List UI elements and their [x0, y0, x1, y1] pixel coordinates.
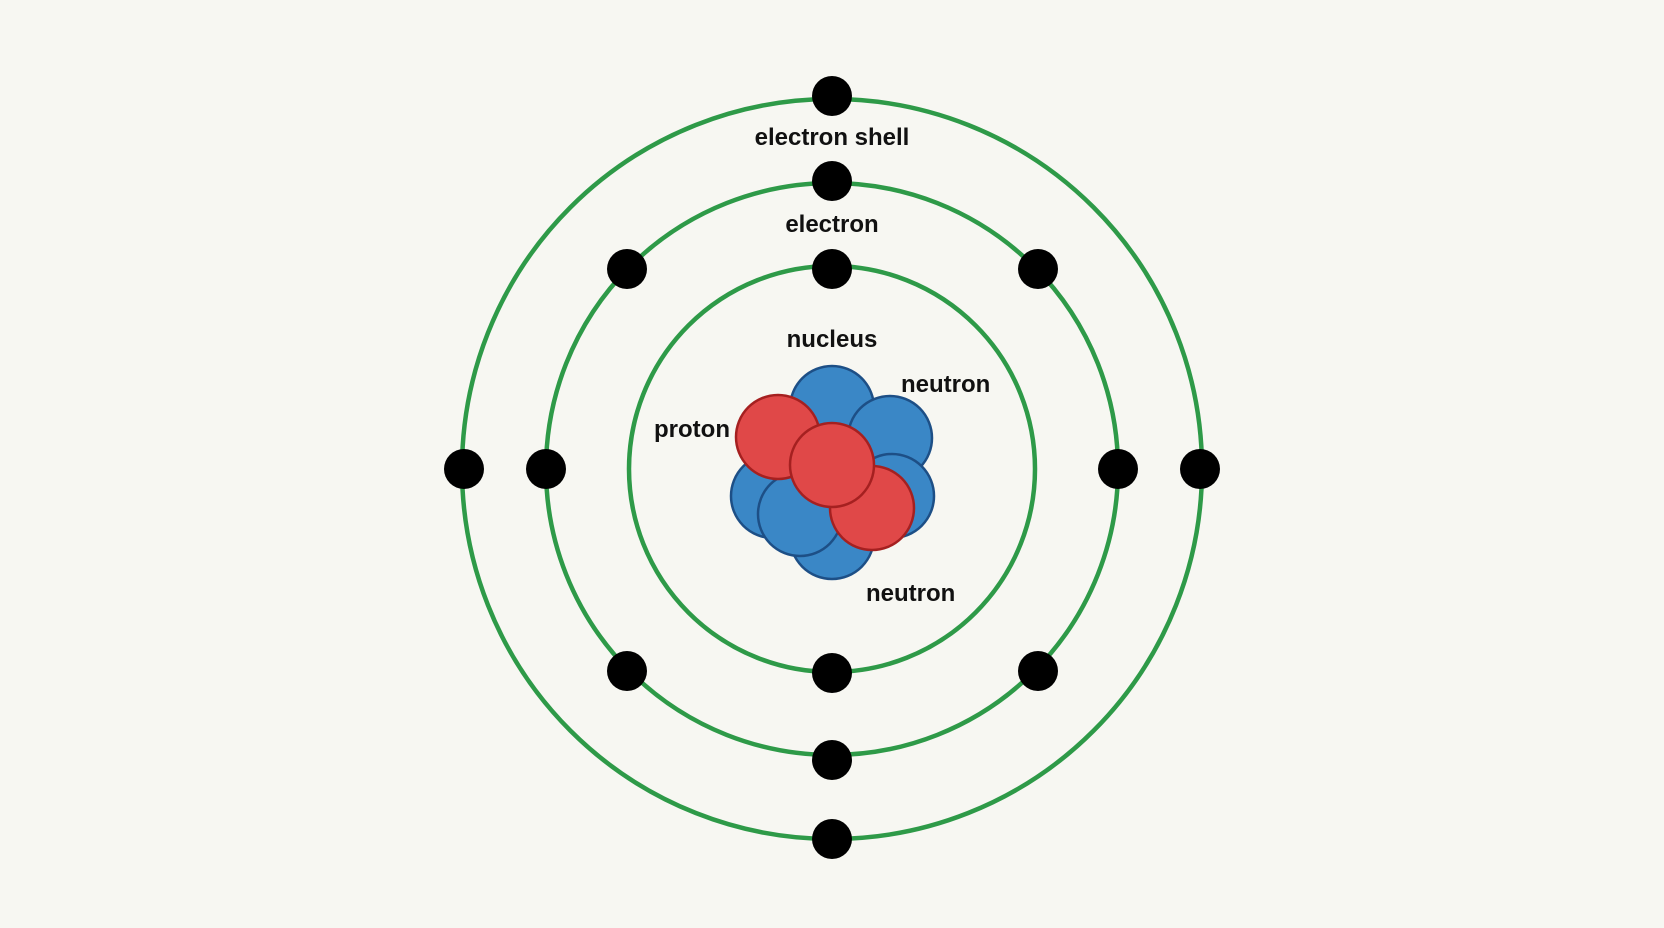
- electron-dot: [812, 819, 852, 859]
- electron-dot: [812, 249, 852, 289]
- nucleus-label: nucleus: [787, 326, 878, 353]
- nucleus: [729, 364, 936, 581]
- electron-dot: [812, 161, 852, 201]
- electron-dot: [444, 449, 484, 489]
- electron-dot: [1018, 651, 1058, 691]
- electron-dot: [812, 740, 852, 780]
- electron-dot: [1018, 249, 1058, 289]
- electron-shell-label: electron shell: [755, 124, 910, 151]
- proton-particle: [788, 421, 876, 509]
- electron-dot: [812, 76, 852, 116]
- electron-dot: [607, 651, 647, 691]
- electron-dot: [607, 249, 647, 289]
- electron-label: electron: [785, 211, 878, 238]
- electron-dot: [1098, 449, 1138, 489]
- electron-dot: [526, 449, 566, 489]
- neutron-label-top: neutron: [901, 371, 990, 398]
- electrons: [444, 76, 1220, 859]
- electron-dot: [1180, 449, 1220, 489]
- proton-label: proton: [654, 416, 730, 443]
- labels: electron shell electron nucleus neutron …: [654, 124, 990, 607]
- electron-dot: [812, 653, 852, 693]
- neutron-label-bottom: neutron: [866, 580, 955, 607]
